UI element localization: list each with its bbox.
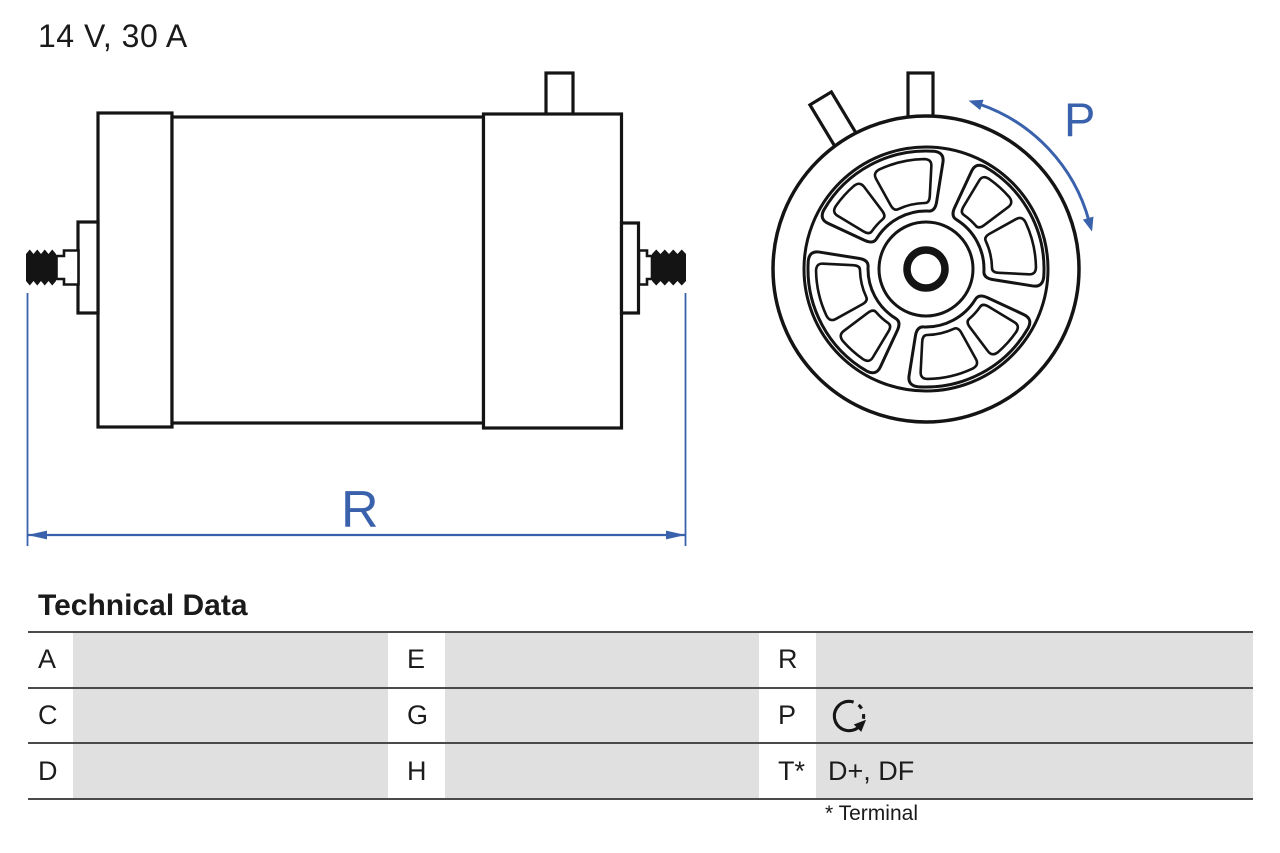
rotation-P-annotation: P bbox=[968, 93, 1095, 232]
tech-label-d: D bbox=[28, 744, 73, 799]
tech-value-r bbox=[816, 633, 1253, 687]
tech-label-p: P bbox=[759, 688, 816, 743]
dimension-arrowhead-left bbox=[27, 530, 47, 540]
tech-label-e: E bbox=[388, 633, 445, 687]
left-shaft-bracket-shape bbox=[76, 220, 100, 315]
right-threaded-shaft-shape bbox=[652, 249, 686, 286]
rotation-clockwise-icon bbox=[832, 699, 867, 733]
pulley-inner-rim-circle bbox=[802, 145, 1050, 393]
right-end-cap-shape bbox=[481, 112, 624, 430]
dimension-R-annotation: R bbox=[26, 293, 687, 546]
rotation-arc-arrow-icon bbox=[978, 102, 1091, 222]
tech-label-h: H bbox=[388, 744, 445, 799]
dimension-arrowhead-right bbox=[666, 530, 686, 540]
left-threaded-shaft-shape bbox=[26, 249, 56, 286]
tech-value-g bbox=[445, 688, 759, 743]
tech-value-c bbox=[73, 688, 388, 743]
tech-value-d bbox=[73, 744, 388, 799]
tech-label-a: A bbox=[28, 633, 73, 687]
tech-label-r: R bbox=[759, 633, 816, 687]
left-end-cap-shape bbox=[96, 111, 174, 429]
table-row: A E R bbox=[28, 631, 1253, 687]
rotation-arrowhead-lower bbox=[1082, 216, 1094, 232]
stator-body-shape bbox=[170, 115, 486, 425]
alternator-side-view-drawing bbox=[26, 71, 686, 430]
tech-value-a bbox=[73, 633, 388, 687]
terminal-footnote: * Terminal bbox=[825, 802, 918, 825]
tech-value-e bbox=[445, 633, 759, 687]
rotation-arrowhead-upper bbox=[968, 99, 984, 111]
technical-data-table: A E R C G P D bbox=[28, 631, 1253, 801]
table-row: C G P bbox=[28, 686, 1253, 743]
rotation-label-P: P bbox=[1064, 93, 1095, 146]
technical-data-heading: Technical Data bbox=[38, 589, 248, 622]
tech-value-t: D+, DF bbox=[816, 744, 1253, 799]
shaft-bore-ring bbox=[903, 246, 949, 292]
right-shaft-collar-shape bbox=[637, 249, 654, 286]
product-rating-text: 14 V, 30 A bbox=[38, 18, 188, 54]
dimension-label-R: R bbox=[341, 481, 379, 539]
pulley-front-view-drawing bbox=[771, 71, 1081, 424]
fan-blade-group bbox=[951, 163, 1046, 288]
tech-value-p bbox=[816, 688, 1253, 743]
table-row: D H T* D+, DF bbox=[28, 742, 1253, 799]
left-shaft-collar-shape bbox=[55, 249, 80, 286]
right-shaft-bracket-shape bbox=[619, 221, 641, 315]
tech-label-g: G bbox=[388, 688, 445, 743]
tech-value-h bbox=[445, 744, 759, 799]
tech-label-c: C bbox=[28, 688, 73, 743]
technical-drawings: R bbox=[26, 71, 1095, 546]
tech-label-t: T* bbox=[759, 744, 816, 799]
